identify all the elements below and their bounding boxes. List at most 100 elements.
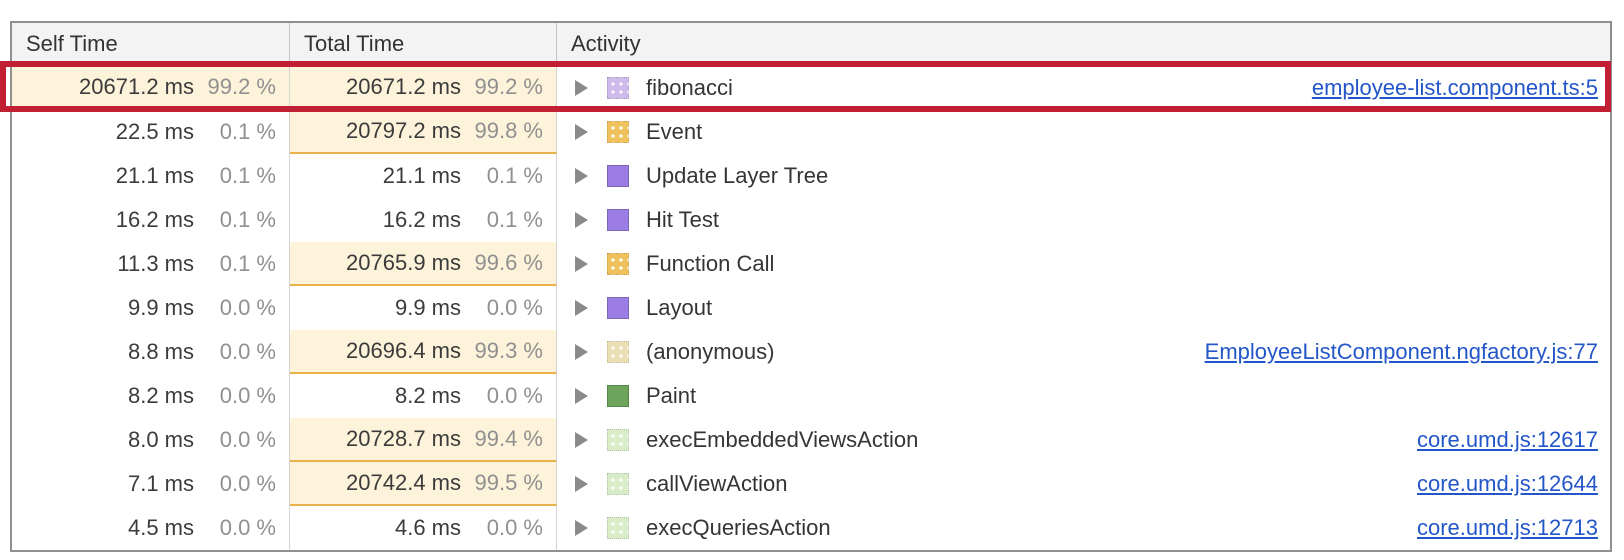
self-time-cell: 4.5 ms 0.0 % — [12, 506, 290, 550]
total-time-value: 9.9 ms — [394, 295, 461, 320]
disclosure-triangle-icon[interactable] — [575, 520, 588, 536]
disclosure-triangle-icon[interactable] — [575, 124, 588, 140]
column-header-total-time-label: Total Time — [304, 31, 405, 56]
activity-label: callViewAction — [646, 471, 788, 496]
self-time-percent: 99.2 % — [207, 74, 277, 99]
source-link[interactable]: EmployeeListComponent.ngfactory.js:77 — [1204, 339, 1598, 364]
self-time-percent: 0.0 % — [219, 339, 276, 364]
disclosure-triangle-icon[interactable] — [575, 432, 588, 448]
total-time-cell: 20728.7 ms 99.4 % — [290, 418, 557, 462]
self-time-percent: 0.0 % — [219, 383, 276, 408]
grid-header-row: Self Time Total Time Activity — [12, 23, 1610, 66]
activity-label: Function Call — [646, 251, 775, 276]
activity-cell: callViewAction core.umd.js:12644 — [557, 462, 1610, 506]
source-link[interactable]: core.umd.js:12617 — [1417, 427, 1598, 452]
table-row[interactable]: 21.1 ms 0.1 % 21.1 ms 0.1 % Update Layer… — [12, 154, 1610, 198]
total-time-percent: 99.5 % — [474, 470, 544, 495]
column-header-self-time[interactable]: Self Time — [12, 23, 290, 65]
total-time-cell: 20742.4 ms 99.5 % — [290, 462, 557, 506]
category-color-swatch-icon — [607, 429, 629, 451]
bottom-up-data-grid: Self Time Total Time Activity 20671.2 ms… — [10, 21, 1612, 552]
category-color-swatch-icon — [607, 385, 629, 407]
disclosure-triangle-icon[interactable] — [575, 300, 588, 316]
table-row[interactable]: 20671.2 ms 99.2 % 20671.2 ms 99.2 % fibo… — [12, 66, 1610, 110]
self-time-percent: 0.0 % — [219, 295, 276, 320]
source-link[interactable]: core.umd.js:12644 — [1417, 471, 1598, 496]
disclosure-triangle-icon[interactable] — [575, 476, 588, 492]
self-time-cell: 20671.2 ms 99.2 % — [12, 66, 290, 110]
self-time-cell: 8.0 ms 0.0 % — [12, 418, 290, 462]
activity-cell: (anonymous) EmployeeListComponent.ngfact… — [557, 330, 1610, 374]
table-row[interactable]: 11.3 ms 0.1 % 20765.9 ms 99.6 % Function… — [12, 242, 1610, 286]
activity-label: fibonacci — [646, 75, 733, 100]
table-row[interactable]: 7.1 ms 0.0 % 20742.4 ms 99.5 % callViewA… — [12, 462, 1610, 506]
total-time-value: 20728.7 ms — [346, 426, 461, 451]
total-time-cell: 4.6 ms 0.0 % — [290, 506, 557, 550]
table-row[interactable]: 22.5 ms 0.1 % 20797.2 ms 99.8 % Event — [12, 110, 1610, 154]
self-time-cell: 11.3 ms 0.1 % — [12, 242, 290, 286]
total-time-percent: 99.2 % — [474, 74, 544, 99]
total-time-value: 20742.4 ms — [346, 470, 461, 495]
table-row[interactable]: 9.9 ms 0.0 % 9.9 ms 0.0 % Layout — [12, 286, 1610, 330]
source-link[interactable]: core.umd.js:12713 — [1417, 515, 1598, 540]
table-row[interactable]: 8.8 ms 0.0 % 20696.4 ms 99.3 % (anonymou… — [12, 330, 1610, 374]
activity-cell: Update Layer Tree — [557, 154, 1610, 198]
total-time-value: 16.2 ms — [382, 207, 461, 232]
table-row[interactable]: 4.5 ms 0.0 % 4.6 ms 0.0 % execQueriesAct… — [12, 506, 1610, 550]
self-time-percent: 0.1 % — [219, 207, 276, 232]
disclosure-triangle-icon[interactable] — [575, 256, 588, 272]
total-time-percent: 0.1 % — [486, 163, 543, 188]
self-time-cell: 9.9 ms 0.0 % — [12, 286, 290, 330]
activity-cell: Event — [557, 110, 1610, 154]
activity-cell: execQueriesAction core.umd.js:12713 — [557, 506, 1610, 550]
total-time-value: 21.1 ms — [382, 163, 461, 188]
table-row[interactable]: 8.2 ms 0.0 % 8.2 ms 0.0 % Paint — [12, 374, 1610, 418]
self-time-value: 8.0 ms — [127, 427, 194, 452]
table-row[interactable]: 16.2 ms 0.1 % 16.2 ms 0.1 % Hit Test — [12, 198, 1610, 242]
column-header-self-time-label: Self Time — [26, 31, 118, 56]
total-time-value: 20671.2 ms — [346, 74, 461, 99]
activity-cell: Layout — [557, 286, 1610, 330]
self-time-cell: 16.2 ms 0.1 % — [12, 198, 290, 242]
total-time-value: 8.2 ms — [394, 383, 461, 408]
total-time-percent: 99.6 % — [474, 250, 544, 275]
total-time-cell: 16.2 ms 0.1 % — [290, 198, 557, 242]
activity-label: Hit Test — [646, 207, 719, 232]
self-time-value: 22.5 ms — [115, 119, 194, 144]
self-time-value: 11.3 ms — [117, 251, 194, 276]
column-header-activity[interactable]: Activity — [557, 23, 1610, 65]
column-header-activity-label: Activity — [571, 31, 641, 56]
total-time-cell: 20696.4 ms 99.3 % — [290, 330, 557, 374]
total-time-percent: 99.8 % — [474, 118, 544, 143]
activity-cell: fibonacci employee-list.component.ts:5 — [557, 66, 1610, 110]
disclosure-triangle-icon[interactable] — [575, 344, 588, 360]
self-time-percent: 0.0 % — [219, 515, 276, 540]
total-time-value: 20696.4 ms — [346, 338, 461, 363]
source-link[interactable]: employee-list.component.ts:5 — [1311, 75, 1598, 100]
total-time-cell: 21.1 ms 0.1 % — [290, 154, 557, 198]
column-header-total-time[interactable]: Total Time — [290, 23, 557, 65]
self-time-cell: 21.1 ms 0.1 % — [12, 154, 290, 198]
activity-cell: Paint — [557, 374, 1610, 418]
self-time-cell: 7.1 ms 0.0 % — [12, 462, 290, 506]
total-time-percent: 0.0 % — [486, 383, 543, 408]
activity-label: Event — [646, 119, 703, 144]
disclosure-triangle-icon[interactable] — [575, 168, 588, 184]
disclosure-triangle-icon[interactable] — [575, 212, 588, 228]
total-time-percent: 0.1 % — [486, 207, 543, 232]
activity-label: execEmbeddedViewsAction — [646, 427, 919, 452]
self-time-percent: 0.0 % — [219, 427, 276, 452]
category-color-swatch-icon — [607, 473, 629, 495]
activity-label: execQueriesAction — [646, 515, 831, 540]
category-color-swatch-icon — [607, 297, 629, 319]
activity-cell: Hit Test — [557, 198, 1610, 242]
disclosure-triangle-icon[interactable] — [575, 80, 588, 96]
total-time-percent: 99.4 % — [474, 426, 544, 451]
disclosure-triangle-icon[interactable] — [575, 388, 588, 404]
table-row[interactable]: 8.0 ms 0.0 % 20728.7 ms 99.4 % execEmbed… — [12, 418, 1610, 462]
total-time-percent: 0.0 % — [486, 295, 543, 320]
self-time-percent: 0.1 % — [219, 251, 276, 276]
self-time-value: 21.1 ms — [115, 163, 194, 188]
activity-label: Paint — [646, 383, 697, 408]
